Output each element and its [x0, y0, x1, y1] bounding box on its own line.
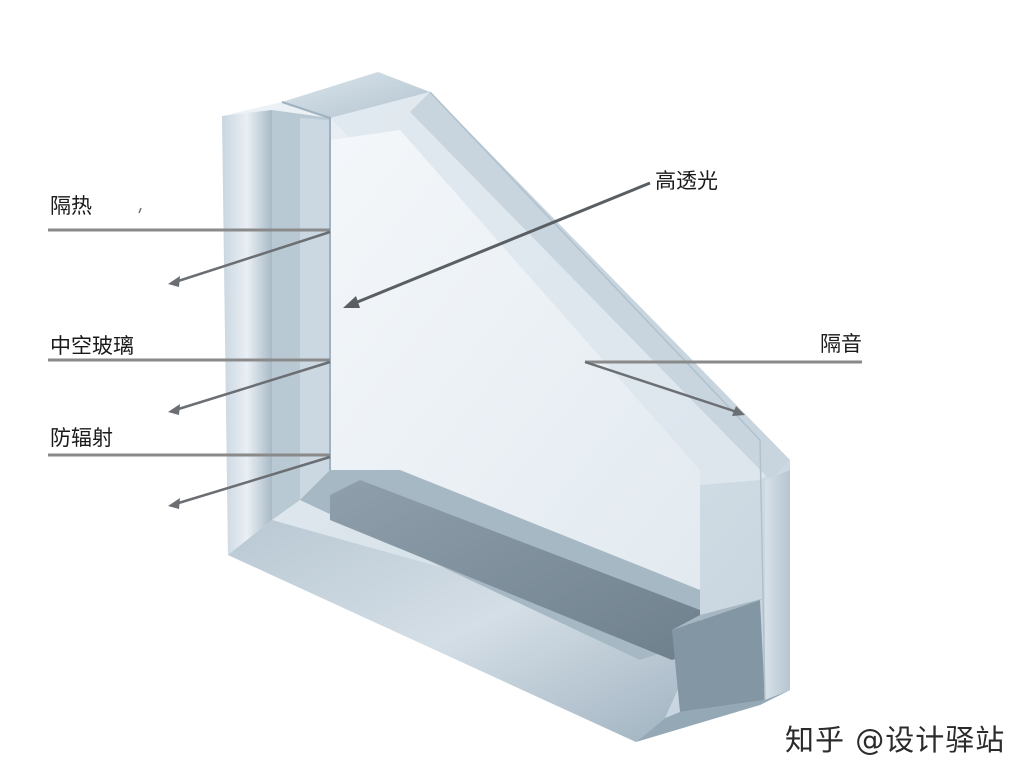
soundproof-arrowhead: [732, 406, 745, 416]
insulating-glass-arrow: [171, 360, 331, 413]
annotation-lines: [48, 181, 862, 509]
label-high-transmittance: 高透光: [655, 169, 718, 193]
soundproof-arrow: [584, 360, 741, 415]
label-soundproof: 隔音: [820, 332, 862, 356]
label-insulation: 隔热: [50, 194, 92, 218]
bottom-front-edge: [636, 690, 790, 742]
watermark: 知乎 @设计驿站: [785, 723, 1006, 757]
insulation-arrowhead: [168, 276, 180, 287]
pane-edge-line: [281, 101, 331, 470]
high-transmittance-arrowhead: [343, 296, 360, 308]
spacer-bar: [330, 480, 700, 660]
spacer-end-block: [672, 600, 765, 712]
insulation-arrow: [171, 230, 331, 285]
pane-edge-line-2: [429, 91, 766, 701]
insulating-glass-arrowhead: [168, 404, 180, 415]
inner-window: [330, 130, 700, 590]
spacer-end-top: [672, 598, 765, 630]
label-insulating-glass: 中空玻璃: [50, 334, 134, 358]
right-slope-edge: [410, 92, 790, 480]
label-anti-radiation: 防辐射: [50, 426, 113, 450]
stray-mark: [138, 207, 142, 214]
anti-radiation-arrowhead: [168, 498, 180, 509]
right-edge: [765, 470, 790, 700]
glass-unit: [222, 72, 790, 742]
anti-radiation-arrow: [171, 455, 331, 507]
bottom-face: [228, 520, 700, 742]
left-edge: [222, 110, 272, 555]
top-edge: [282, 72, 430, 118]
high-transmittance-arrow: [349, 181, 651, 307]
left-inner-highlight: [300, 118, 330, 500]
